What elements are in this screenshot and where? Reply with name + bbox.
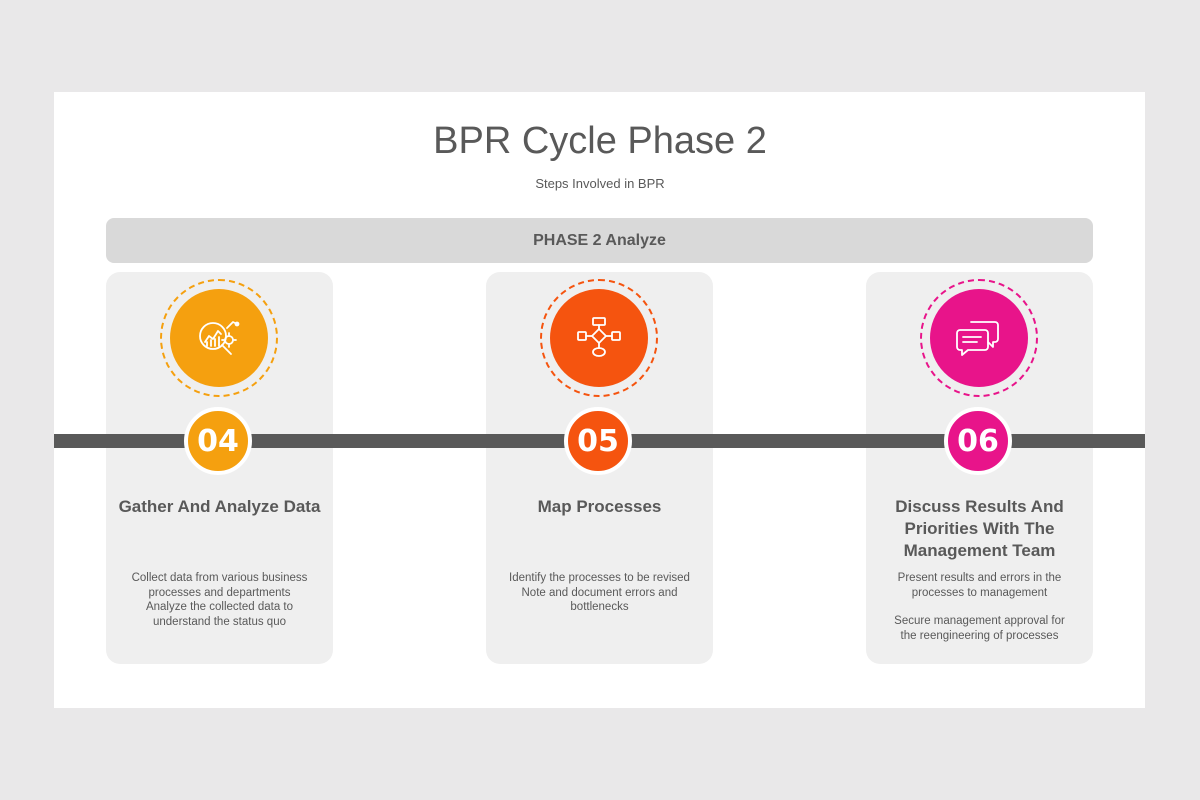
page-subtitle: Steps Involved in BPR <box>535 176 665 191</box>
step-description-05: Identify the processes to be revised Not… <box>486 571 713 615</box>
page-title: BPR Cycle Phase 2 <box>433 120 767 162</box>
step-number-04: 04 <box>184 407 252 475</box>
step-desc-line: Present results and errors in the proces… <box>897 572 1062 599</box>
step-desc-line: Analyze the collected data to understand… <box>145 601 294 628</box>
data-analysis-icon <box>199 321 240 355</box>
step-desc-line: Collect data from various business proce… <box>131 572 308 599</box>
icon-disc-05 <box>550 289 648 387</box>
icon-disc-04 <box>170 289 268 387</box>
step-title-05: Map Processes <box>537 497 662 516</box>
phase-header: PHASE 2 Analyze <box>106 218 1093 263</box>
step-title-04: Gather And Analyze Data <box>118 497 321 516</box>
step-desc-line: Note and document errors and bottlenecks <box>521 586 678 614</box>
icon-ring-04 <box>160 279 278 397</box>
chat-bubbles-icon <box>956 321 999 356</box>
step-number-05: 05 <box>564 407 632 475</box>
step-description-06: Present results and errors in the proces… <box>866 571 1093 643</box>
icon-disc-06 <box>930 289 1028 387</box>
step-description-04: Collect data from various business proce… <box>106 571 333 629</box>
step-title-06: Discuss Results And Priorities With The … <box>895 497 1064 560</box>
icon-ring-06 <box>920 279 1038 397</box>
step-desc-line: Identify the processes to be revised <box>509 572 690 584</box>
flowchart-icon <box>577 317 621 357</box>
step-number-06: 06 <box>944 407 1012 475</box>
step-desc-line: Secure management approval for the reeng… <box>894 615 1065 642</box>
icon-ring-05 <box>540 279 658 397</box>
